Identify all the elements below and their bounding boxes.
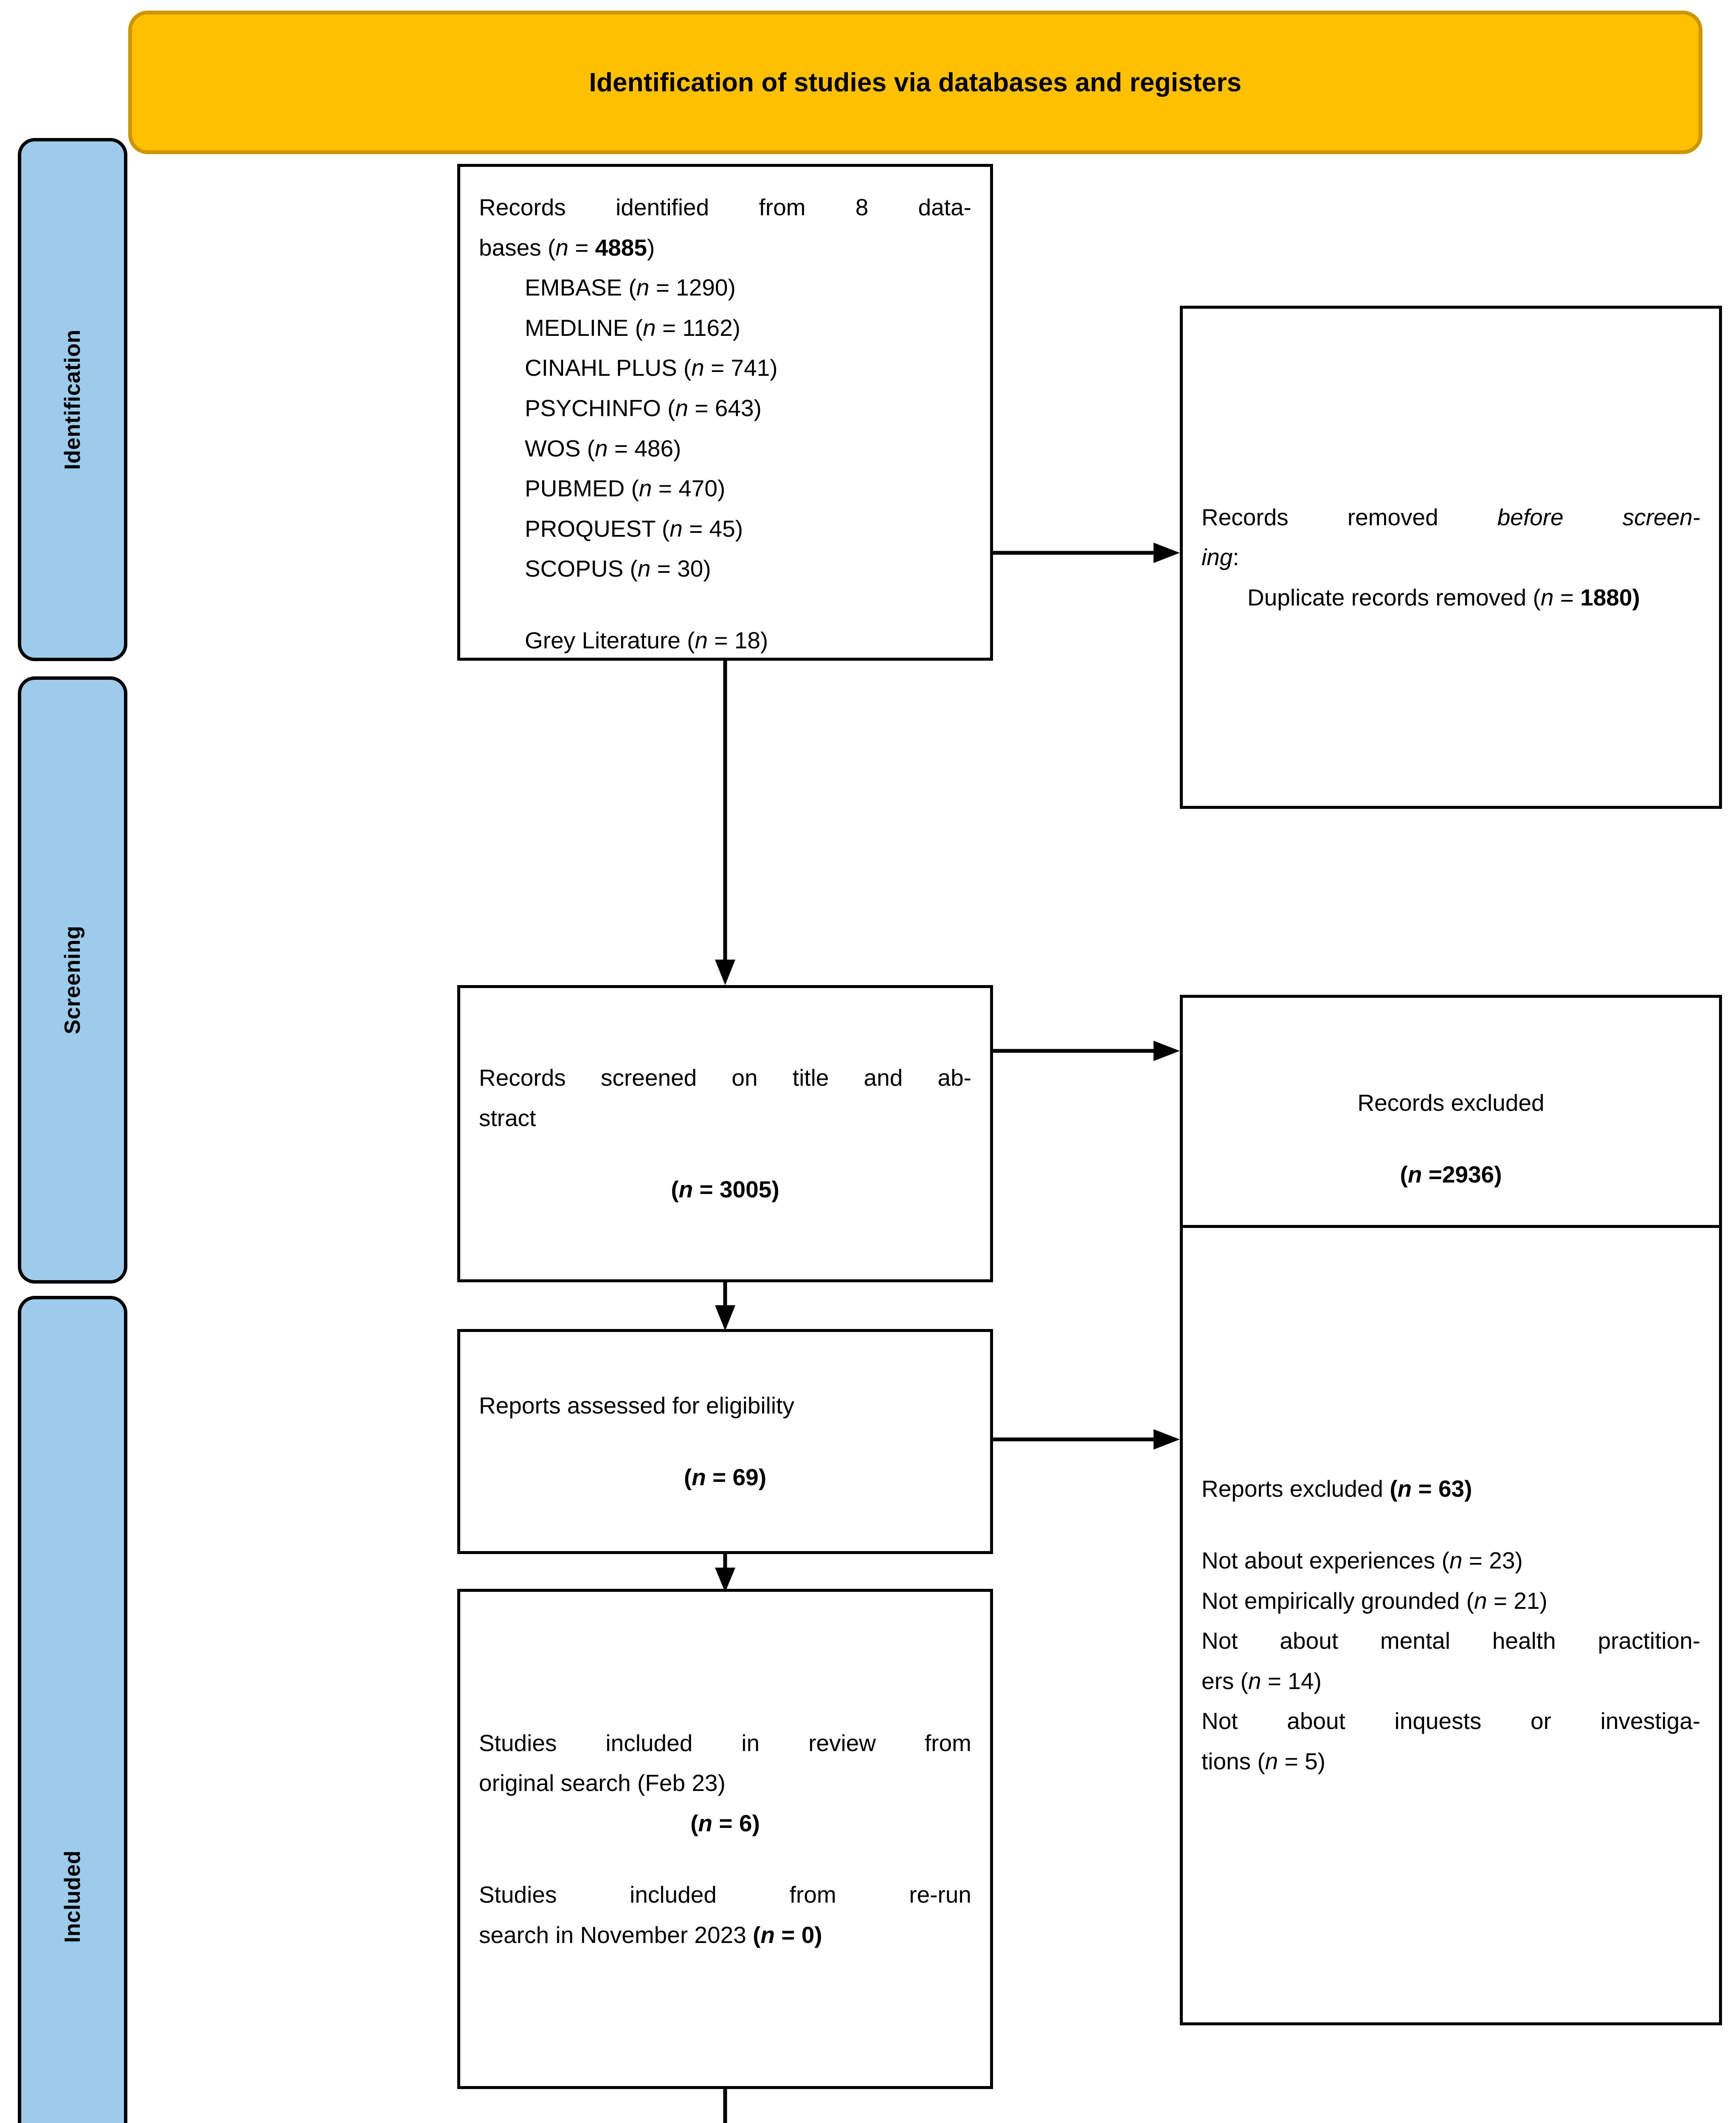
source-embase: EMBASE (n = 1290): [525, 274, 736, 301]
records-identified-line1: Records identified from 8 data-: [479, 194, 971, 220]
records-removed-line1: Records removed before screen-: [1201, 504, 1700, 530]
exclusion-reason-inquests-line1: Not about inquests or investiga-: [1201, 1708, 1700, 1734]
source-wos: WOS (n = 486): [525, 435, 681, 462]
eligibility-count: (n = 69): [684, 1464, 767, 1490]
banner-label: Identification of studies via databases …: [589, 68, 1242, 97]
spacer: [1201, 1509, 1700, 1540]
stage-rail-screening: Screening: [18, 676, 127, 1284]
arrow-screened-to-excluded: [993, 1038, 1181, 1064]
source-scopus: SCOPUS (n = 30): [525, 555, 711, 582]
spacer: [479, 1426, 971, 1457]
stage-rail-identification: Identification: [18, 138, 127, 661]
box-records-screened: Records screened on title and ab- stract…: [457, 985, 993, 1282]
records-identified-line2: bases (n = 4885): [479, 234, 655, 261]
box-reports-excluded: Reports excluded (n = 63) Not about expe…: [1180, 1225, 1722, 2025]
source-proquest: PROQUEST (n = 45): [525, 515, 743, 542]
studies-included-line3: Studies included from re-run: [479, 1881, 971, 1908]
reports-excluded-heading: Reports excluded (n = 63): [1201, 1475, 1472, 1502]
exclusion-reason-mh-practitioners-line1: Not about mental health practition-: [1201, 1627, 1700, 1654]
box-records-identified: Records identified from 8 data- bases (n…: [457, 164, 993, 661]
box-studies-included: Studies included in review from original…: [457, 1589, 993, 2089]
source-medline: MEDLINE (n = 1162): [525, 314, 740, 341]
source-grey-literature: Grey Literature (n = 18): [525, 627, 768, 653]
exclusion-reason-inquests-line2: tions (n = 5): [1201, 1748, 1325, 1774]
spacer: [479, 1843, 971, 1875]
source-cinahl-plus: CINAHL PLUS (n = 741): [525, 355, 778, 381]
exclusion-reason-experiences: Not about experiences (n = 23): [1201, 1547, 1523, 1574]
records-screened-line1: Records screened on title and ab-: [479, 1064, 971, 1091]
studies-included-line2: original search (Feb 23): [479, 1770, 726, 1796]
studies-included-line4: search in November 2023 (n = 0): [479, 1921, 822, 1948]
records-excluded-count: (n =2936): [1400, 1161, 1502, 1188]
box-reports-assessed-eligibility: Reports assessed for eligibility (n = 69…: [457, 1329, 993, 1554]
records-removed-line2: ing:: [1201, 544, 1239, 571]
stage-rail-identification-label: Identification: [60, 329, 85, 470]
stage-rail-included-label: Included: [60, 1850, 85, 1943]
arrow-studies-included-to-total: [712, 2089, 738, 2123]
arrow-eligibility-to-reports-excluded: [993, 1427, 1181, 1452]
arrow-identified-to-removed: [993, 540, 1181, 566]
stage-rail-included: Included: [18, 1296, 127, 2123]
source-psychinfo: PSYCHINFO (n = 643): [525, 394, 762, 421]
identification-banner: Identification of studies via databases …: [128, 11, 1702, 154]
records-screened-line2: stract: [479, 1104, 536, 1131]
studies-included-count-original: (n = 6): [690, 1810, 760, 1836]
records-screened-count: (n = 3005): [671, 1176, 779, 1203]
exclusion-reason-empirically-grounded: Not empirically grounded (n = 21): [1201, 1587, 1547, 1614]
records-excluded-label: Records excluded: [1357, 1089, 1545, 1116]
arrow-screened-to-eligibility: [712, 1282, 738, 1332]
studies-included-line1: Studies included in review from: [479, 1729, 971, 1756]
spacer: [479, 589, 971, 620]
spacer: [479, 1138, 971, 1169]
arrow-identified-to-screened: [712, 661, 738, 986]
source-pubmed: PUBMED (n = 470): [525, 475, 726, 502]
duplicate-records-removed: Duplicate records removed (n = 1880): [1247, 584, 1640, 611]
eligibility-label: Reports assessed for eligibility: [479, 1392, 794, 1419]
spacer: [1201, 1123, 1700, 1154]
exclusion-reason-mh-practitioners-line2: ers (n = 14): [1201, 1667, 1322, 1694]
box-records-removed: Records removed before screen- ing: Dupl…: [1180, 306, 1722, 809]
stage-rail-screening-label: Screening: [60, 926, 85, 1034]
arrow-eligibility-to-studies-included: [712, 1554, 738, 1593]
